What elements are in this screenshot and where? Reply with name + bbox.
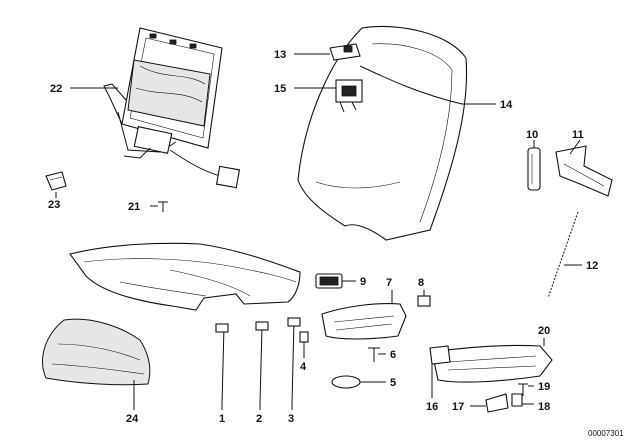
part-5-ring xyxy=(331,375,361,389)
part-4-clip xyxy=(299,331,309,343)
callout-19: 19 xyxy=(538,381,550,393)
callout-24: 24 xyxy=(126,413,139,425)
part-19-screw xyxy=(518,383,528,396)
callout-16: 16 xyxy=(426,401,438,413)
callout-3: 3 xyxy=(288,413,294,425)
part-17-lever xyxy=(485,393,509,413)
callout-6: 6 xyxy=(390,349,396,361)
callout-1: 1 xyxy=(219,413,225,425)
part-18-clip xyxy=(511,393,523,407)
part-22-seat-frame xyxy=(103,27,241,189)
callout-15: 15 xyxy=(274,83,286,95)
callout-11: 11 xyxy=(572,129,584,141)
part-7-housing xyxy=(321,303,407,340)
callout-17: 17 xyxy=(452,401,464,413)
part-12-cable xyxy=(547,211,579,299)
part-1-rod xyxy=(215,323,229,405)
seat-cushion-base xyxy=(69,242,301,311)
callout-18: 18 xyxy=(538,401,550,413)
leader-lines xyxy=(55,53,582,410)
part-13-bracket xyxy=(329,43,361,61)
callout-8: 8 xyxy=(418,277,424,289)
part-8-plug xyxy=(417,295,431,307)
document-id: 00007301 xyxy=(588,429,624,438)
callout-21: 21 xyxy=(128,201,140,213)
backrest-panel xyxy=(297,25,468,241)
callout-13: 13 xyxy=(274,49,286,61)
part-2-rod xyxy=(255,321,269,405)
part-16-handle xyxy=(429,345,451,365)
part-10-cover xyxy=(527,147,541,191)
part-15-lock xyxy=(335,79,363,113)
callout-23: 23 xyxy=(48,199,60,211)
part-20-cover xyxy=(431,344,553,383)
callout-7: 7 xyxy=(386,277,392,289)
callout-20: 20 xyxy=(538,325,550,337)
callout-4: 4 xyxy=(300,361,307,373)
callout-labels: 22 23 21 13 15 14 10 11 12 9 7 8 6 5 4 1… xyxy=(48,49,624,438)
callout-9: 9 xyxy=(360,276,366,288)
callout-14: 14 xyxy=(500,99,513,111)
callout-5: 5 xyxy=(390,377,396,389)
part-3-rod xyxy=(287,317,301,405)
part-21-screw xyxy=(158,201,168,212)
part-6-screw xyxy=(368,347,380,362)
callout-2: 2 xyxy=(256,413,262,425)
callout-10: 10 xyxy=(526,129,538,141)
part-9-switch xyxy=(315,273,343,289)
part-23-clip xyxy=(45,171,67,191)
callout-22: 22 xyxy=(50,83,62,95)
part-11-release-lever xyxy=(555,145,613,197)
part-24-seat-mat xyxy=(42,318,151,386)
callout-12: 12 xyxy=(586,260,598,272)
